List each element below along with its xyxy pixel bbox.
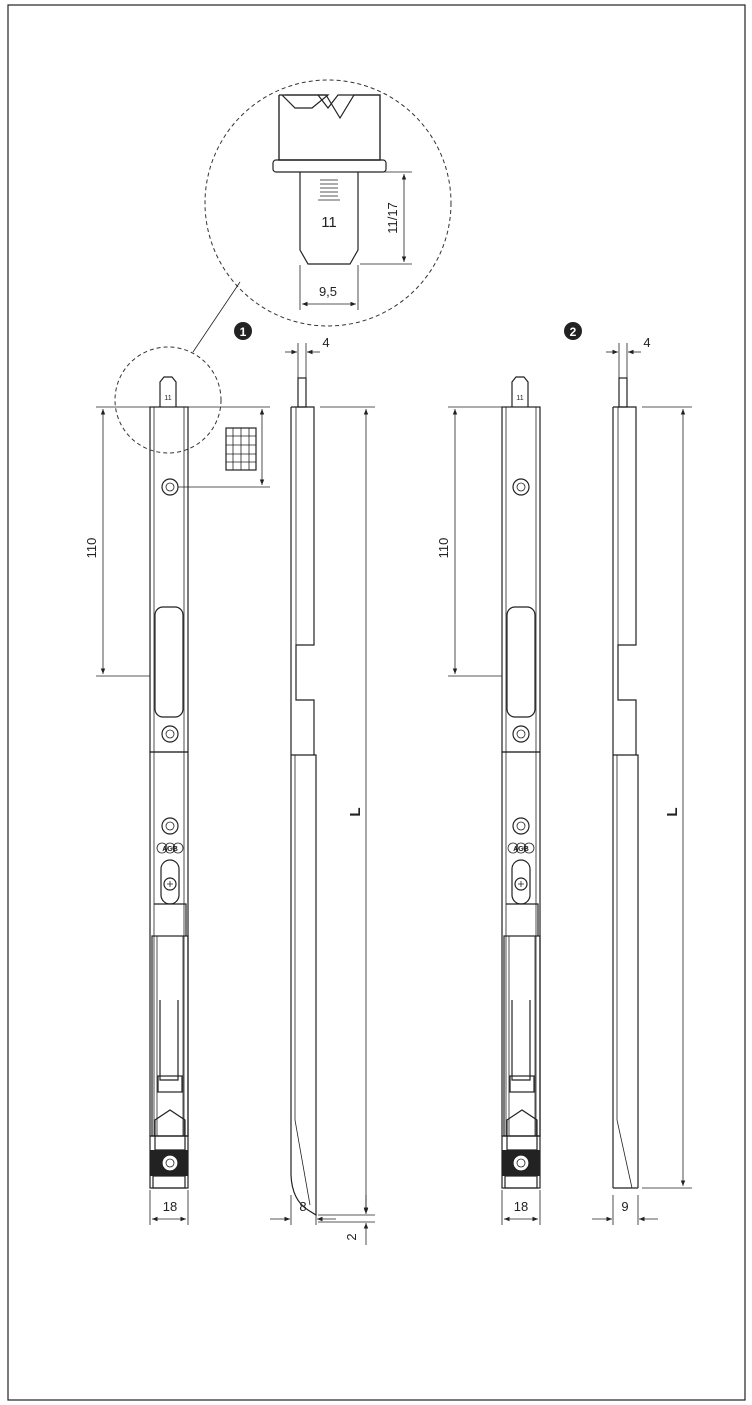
- svg-text:AGB: AGB: [513, 846, 529, 853]
- detail-leader-line: [192, 281, 241, 353]
- side-view-2-dim-9: 9: [621, 1199, 628, 1214]
- marker-2: 2: [564, 322, 582, 340]
- front-view-1-stamp: 11: [164, 395, 171, 402]
- side-view-1-dim-8: 8: [299, 1199, 306, 1214]
- front-view-1-slot: [154, 606, 184, 718]
- detail-stamp-lines: [318, 179, 340, 201]
- front-view-1: 11 AGB: [84, 346, 270, 1225]
- front-view-2-dim-18-label: 18: [514, 1199, 528, 1214]
- side-view-1-dim-L-label: L: [347, 807, 364, 816]
- detail-view: 11 11/17 9,5: [192, 79, 452, 353]
- detail-bolt-head: [278, 94, 381, 161]
- side-view-2-dim-4: 4: [643, 335, 650, 350]
- front-view-1-grid-icon: [225, 427, 257, 471]
- front-view-1-screw-hole: [161, 478, 179, 496]
- svg-text:AGB: AGB: [162, 846, 178, 853]
- side-view-1: 4 L 2 8: [270, 335, 375, 1245]
- page-border: [7, 4, 746, 1401]
- side-view-2-dim-L-label: L: [664, 807, 681, 816]
- front-view-2-stamp: 11: [516, 395, 523, 402]
- front-view-1-dim-110-label: 110: [84, 538, 99, 559]
- front-view-1-detail-callout: [114, 346, 222, 454]
- detail-shank: [299, 172, 359, 265]
- detail-stamp-label: 11: [321, 214, 337, 231]
- detail-circle: [204, 79, 452, 327]
- detail-length-label: 11/17: [385, 202, 400, 234]
- detail-width-label: 9,5: [319, 284, 337, 299]
- front-view-2-logo: AGB: [507, 842, 535, 854]
- front-view-2-screw-hole: [512, 478, 530, 496]
- side-view-2: 4 L 9: [592, 335, 692, 1225]
- marker-1: 1: [234, 322, 252, 340]
- svg-text:1: 1: [240, 325, 247, 339]
- side-view-1-dim-2: 2: [344, 1233, 359, 1240]
- side-view-1-dim-4: 4: [322, 335, 329, 350]
- svg-text:2: 2: [570, 325, 577, 339]
- front-view-2-slot: [506, 606, 536, 718]
- front-view-2-dim-110-label: 110: [436, 538, 451, 559]
- front-view-1-dim-18-label: 18: [163, 1199, 177, 1214]
- front-view-2: 11 AGB 110: [436, 376, 541, 1225]
- front-view-1-logo: AGB: [156, 842, 184, 854]
